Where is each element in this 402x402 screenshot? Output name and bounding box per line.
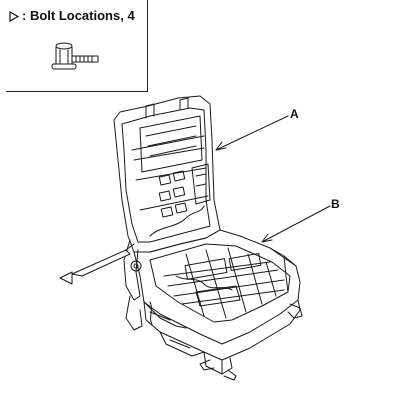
callout-label-b: B bbox=[331, 197, 340, 211]
seat-cushion-frame bbox=[123, 229, 303, 381]
leader-line-a bbox=[215, 115, 289, 151]
hollow-triangle-left-icon bbox=[59, 271, 73, 285]
leader-line-b bbox=[261, 205, 331, 243]
hollow-triangle-right-icon bbox=[9, 10, 20, 23]
legend-row: : Bolt Locations, 4 bbox=[9, 8, 135, 23]
legend-text: : Bolt Locations, 4 bbox=[22, 8, 135, 23]
legend-box: : Bolt Locations, 4 bbox=[6, 0, 148, 92]
bolt-marker-leader bbox=[71, 243, 135, 277]
seat-back-frame bbox=[113, 95, 221, 253]
callout-label-a: A bbox=[290, 107, 299, 121]
flange-bolt-icon bbox=[51, 42, 99, 70]
